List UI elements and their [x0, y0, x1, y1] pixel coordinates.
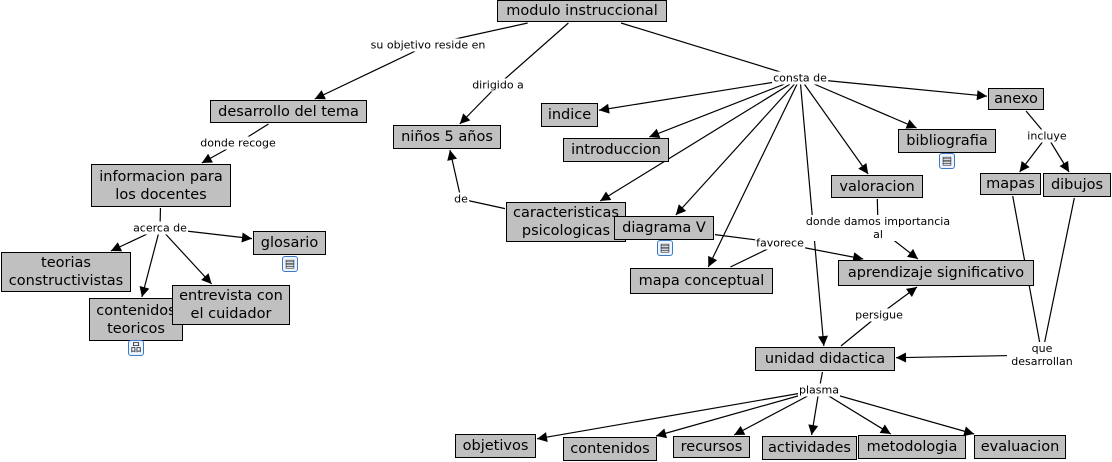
link-line — [620, 22, 801, 79]
concept-metodologia[interactable]: metodologia — [858, 435, 966, 459]
concept-dibujos[interactable]: dibujos — [1043, 173, 1111, 197]
link-arrow — [139, 227, 161, 298]
link-arrow — [818, 389, 892, 435]
concept-modulo[interactable]: modulo instruccional — [497, 0, 667, 22]
link-arrow — [598, 77, 801, 114]
link-arrow — [459, 84, 499, 125]
link-line — [1041, 197, 1075, 356]
linking-phrase-persigue[interactable]: persigue — [854, 308, 904, 322]
concept-aprendizaje[interactable]: aprendizaje significativo — [838, 260, 1034, 286]
linking-phrase-de[interactable]: de — [453, 192, 469, 206]
link-arrow — [599, 77, 801, 202]
linking-phrase-donde-damos[interactable]: donde damos importancia al — [804, 215, 952, 241]
link-arrow — [314, 44, 429, 100]
linking-phrase-incluye[interactable]: incluye — [1026, 129, 1068, 143]
concept-unidad[interactable]: unidad didactica — [755, 347, 895, 371]
linking-phrase-acerca[interactable]: acerca de — [132, 221, 188, 235]
concept-contenidos[interactable]: contenidos — [563, 437, 657, 461]
concept-mapas[interactable]: mapas — [980, 173, 1041, 195]
document-resource-icon[interactable]: ▤ — [282, 256, 298, 272]
concept-bibliografia[interactable]: bibliografia — [898, 129, 996, 153]
linking-phrase-favorece[interactable]: favorece — [755, 236, 805, 250]
concept-actividades[interactable]: actividades — [762, 436, 857, 460]
concept-diagrama[interactable]: diagrama V — [614, 216, 714, 240]
concept-desarrollo[interactable]: desarrollo del tema — [210, 100, 367, 123]
linking-phrase-plasma[interactable]: plasma — [798, 383, 840, 397]
linking-phrase-que-desarrollan[interactable]: que desarrollan — [1007, 342, 1077, 368]
link-arrow — [675, 77, 801, 216]
link-arrow — [808, 389, 820, 436]
link-arrow — [159, 227, 213, 285]
linking-phrase-dirigido[interactable]: dirigido a — [471, 78, 525, 92]
concept-objetivos[interactable]: objetivos — [455, 434, 536, 458]
link-arrow — [733, 389, 820, 436]
concept-anexo[interactable]: anexo — [988, 88, 1044, 110]
link-arrow — [655, 389, 820, 439]
concept-glosario[interactable]: glosario — [253, 231, 326, 255]
linking-phrase-donde-recoge[interactable]: donde recoge — [199, 136, 277, 150]
link-arrow — [818, 389, 975, 437]
concept-map-resource-icon[interactable]: 品 — [128, 340, 144, 356]
concept-introduccion[interactable]: introduccion — [563, 138, 669, 162]
concept-entrevista[interactable]: entrevista con el cuidador — [172, 285, 290, 325]
link-arrow — [649, 77, 801, 139]
link-line — [497, 22, 569, 86]
link-arrow — [799, 77, 988, 101]
linking-phrase-consta[interactable]: consta de — [772, 71, 828, 85]
link-arrow — [799, 77, 869, 175]
concept-recursos[interactable]: recursos — [673, 436, 750, 458]
link-arrow — [447, 149, 462, 200]
link-arrow — [799, 77, 917, 129]
linking-phrase-su-objetivo[interactable]: su objetivo reside en — [369, 38, 487, 52]
concept-evaluacion[interactable]: evaluacion — [974, 435, 1066, 459]
document-resource-icon[interactable]: ▤ — [657, 240, 673, 256]
concept-mapa-conceptual[interactable]: mapa conceptual — [630, 268, 773, 294]
link-arrow — [536, 389, 820, 443]
concept-informacion[interactable]: informacion para los docentes — [91, 164, 231, 207]
concept-ninos[interactable]: niños 5 años — [393, 125, 501, 149]
concept-valoracion[interactable]: valoracion — [831, 175, 923, 198]
concept-teorias[interactable]: teorias constructivistas — [1, 252, 131, 292]
link-arrow — [799, 77, 828, 347]
concept-caracteristicas[interactable]: caracteristicas psicologicas — [506, 202, 626, 242]
document-resource-icon[interactable]: ▤ — [939, 153, 955, 169]
concept-indice[interactable]: indice — [541, 103, 598, 127]
concept-contenidos-teoricos[interactable]: contenidos teoricos — [89, 298, 183, 341]
